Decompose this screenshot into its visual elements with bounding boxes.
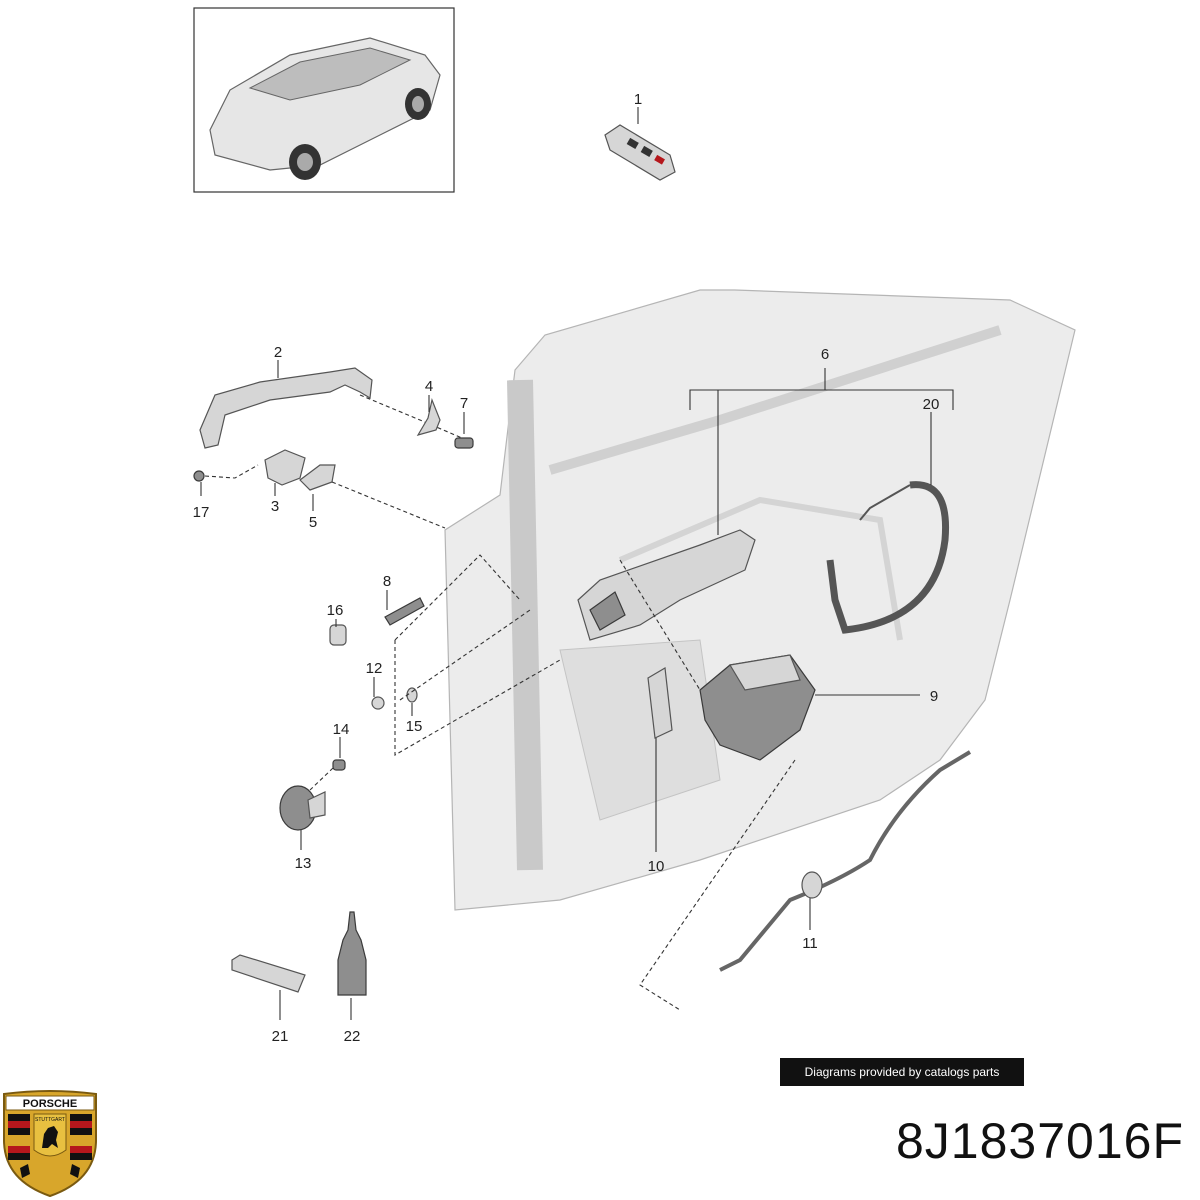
part-7-screw (454, 412, 474, 449)
callout-2: 2 (274, 344, 282, 361)
callout-21: 21 (272, 1028, 289, 1045)
callout-13: 13 (295, 855, 312, 872)
part-2-door-handle (199, 360, 463, 449)
part-13-striker (279, 785, 326, 850)
part-10-seal-strip (647, 667, 673, 852)
part-12-plug (371, 677, 385, 710)
part-8-pin (384, 590, 425, 626)
part-20-bowden-cable (826, 412, 950, 634)
callout-labels: 1 2 3 4 5 6 7 8 9 10 11 12 13 14 15 16 1… (193, 91, 940, 1045)
part-14-screw (309, 737, 346, 791)
vehicle-overview-inset (193, 7, 455, 193)
part-1-key-fob (604, 107, 676, 181)
horse-icon (42, 1126, 58, 1148)
part-4-bracket (416, 395, 441, 436)
callout-8: 8 (383, 573, 391, 590)
callout-15: 15 (406, 718, 423, 735)
part-9-door-lock (619, 559, 920, 761)
callout-3: 3 (271, 498, 279, 515)
callout-7: 7 (460, 395, 468, 412)
part-6-handle-mechanism (577, 368, 954, 641)
part-17-bolt (193, 464, 259, 496)
callout-16: 16 (327, 602, 344, 619)
callout-22: 22 (344, 1028, 361, 1045)
callout-17: 17 (193, 504, 210, 521)
callout-1: 1 (634, 91, 642, 108)
part-21-grease-tube (231, 954, 306, 1020)
part-22-lubricant-bottle (337, 911, 367, 1020)
door-panel (444, 289, 1076, 911)
crest-text: PORSCHE (23, 1098, 77, 1110)
callout-9: 9 (930, 688, 938, 705)
callout-12: 12 (366, 660, 383, 677)
crest-subtext: STUTTGART (35, 1117, 65, 1123)
callout-4: 4 (425, 378, 433, 395)
diagram-credit-banner: Diagrams provided by catalogs parts (780, 1058, 1024, 1086)
part-number-label: 8J1837016F (895, 1113, 1184, 1169)
part-3-handle-carrier (264, 449, 306, 496)
part-15-grommet (406, 687, 418, 716)
callout-5: 5 (309, 514, 317, 531)
porsche-crest-logo: PORSCHE STUTTGART (3, 1090, 97, 1198)
callout-6: 6 (821, 346, 829, 363)
part-5-cover (299, 464, 446, 529)
callout-20: 20 (923, 396, 940, 413)
callout-10: 10 (648, 858, 665, 875)
callout-14: 14 (333, 721, 350, 738)
assembly-dashed-leaders (394, 554, 561, 756)
part-11-release-cable (639, 750, 972, 1011)
part-16-cap (329, 619, 347, 646)
callout-11: 11 (802, 935, 818, 952)
